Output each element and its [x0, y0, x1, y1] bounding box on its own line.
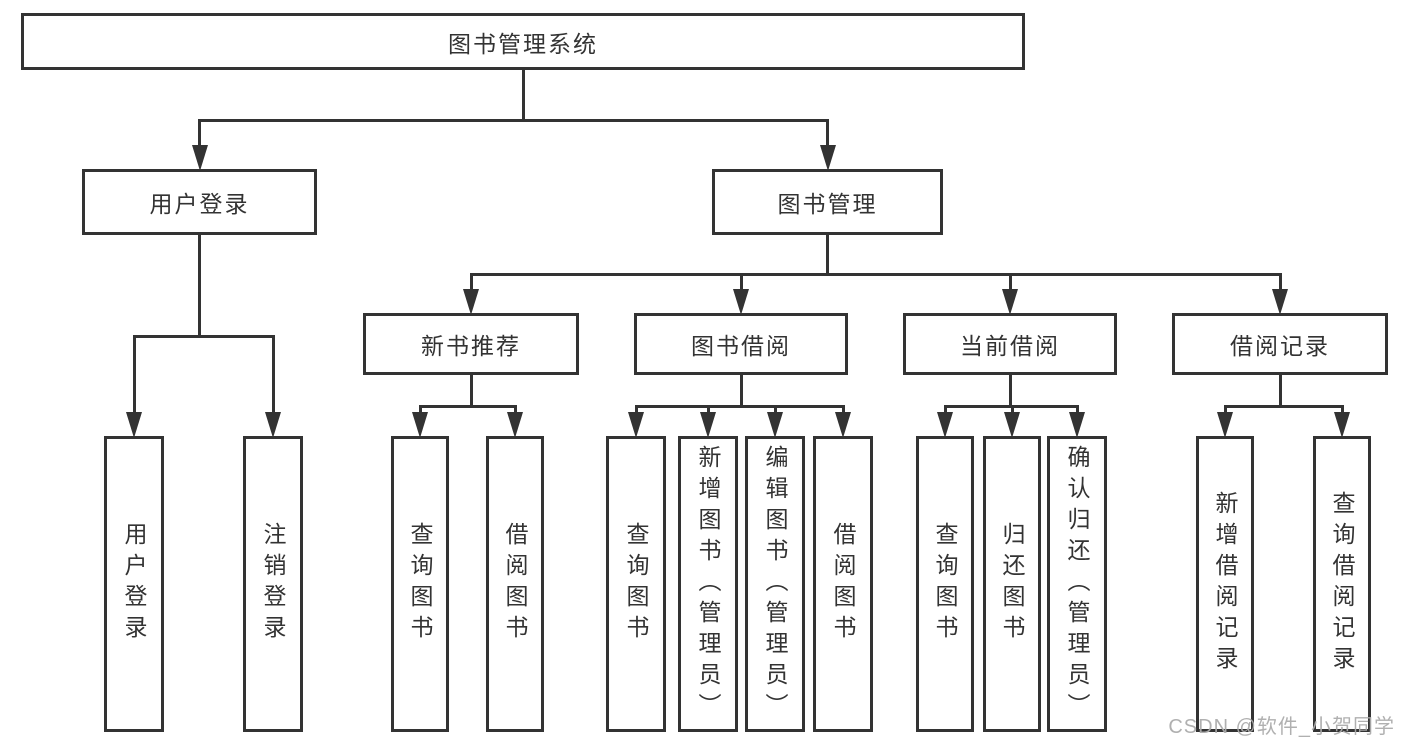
arrowhead-down-icon — [1004, 412, 1020, 438]
arrowhead-down-icon — [463, 289, 479, 315]
connector-stub — [739, 374, 743, 408]
connector-shaft — [1278, 273, 1282, 297]
arrowhead-down-icon — [700, 412, 716, 438]
connector-bar — [634, 405, 845, 408]
connector-stub — [1278, 374, 1282, 408]
node-new-book-recommend: 新书推荐 — [363, 313, 579, 375]
node-label-records-add-record: 新增借阅记录 — [1212, 491, 1238, 677]
node-recommend-borrow-books: 借阅图书 — [486, 436, 544, 732]
node-label-borrowing-records: 借阅记录 — [1230, 333, 1330, 359]
node-borrowing-edit-books: 编辑图书（管理员） — [745, 436, 805, 732]
arrowhead-down-icon — [628, 412, 644, 438]
arrowhead-down-icon — [733, 289, 749, 315]
arrowhead-down-icon — [1069, 412, 1085, 438]
arrowhead-down-icon — [1334, 412, 1350, 438]
node-login-user-login: 用户登录 — [104, 436, 164, 732]
node-book-borrowing: 图书借阅 — [634, 313, 848, 375]
node-label-current-confirm-return: 确认归还（管理员） — [1064, 444, 1090, 724]
arrowhead-down-icon — [835, 412, 851, 438]
node-root: 图书管理系统 — [21, 13, 1025, 70]
connector-bar — [1223, 405, 1344, 408]
node-user-login: 用户登录 — [82, 169, 317, 235]
node-recommend-query-books: 查询图书 — [391, 436, 449, 732]
node-label-user-login: 用户登录 — [149, 191, 250, 217]
node-current-query-books: 查询图书 — [916, 436, 974, 732]
node-label-borrowing-edit-books: 编辑图书（管理员） — [762, 444, 788, 724]
node-borrowing-query-books: 查询图书 — [606, 436, 666, 732]
connector-shaft — [198, 119, 201, 153]
arrowhead-down-icon — [507, 412, 523, 438]
node-label-book-borrowing: 图书借阅 — [691, 333, 791, 359]
node-login-logout: 注销登录 — [243, 436, 303, 732]
connector-shaft — [469, 273, 473, 297]
connector-shaft — [739, 273, 743, 297]
node-records-add-record: 新增借阅记录 — [1196, 436, 1254, 732]
connector-shaft — [826, 119, 829, 153]
arrowhead-down-icon — [265, 412, 281, 438]
connector-shaft — [271, 335, 275, 420]
arrowhead-down-icon — [937, 412, 953, 438]
node-label-current-borrowing: 当前借阅 — [960, 333, 1060, 359]
connector-bar — [198, 119, 829, 122]
arrowhead-down-icon — [1217, 412, 1233, 438]
node-current-confirm-return: 确认归还（管理员） — [1047, 436, 1107, 732]
arrowhead-down-icon — [767, 412, 783, 438]
node-label-new-book-recommend: 新书推荐 — [421, 333, 521, 359]
node-borrowing-records: 借阅记录 — [1172, 313, 1388, 375]
arrowhead-down-icon — [1272, 289, 1288, 315]
connector-stub — [826, 234, 829, 276]
connector-stub — [469, 374, 473, 408]
watermark: CSDN @软件_小贺同学 — [1168, 716, 1395, 738]
node-current-borrowing: 当前借阅 — [903, 313, 1117, 375]
node-book-management: 图书管理 — [712, 169, 943, 235]
connector-bar — [418, 405, 517, 408]
node-current-return-books: 归还图书 — [983, 436, 1041, 732]
node-label-recommend-borrow-books: 借阅图书 — [502, 522, 528, 646]
node-label-borrowing-add-books: 新增图书（管理员） — [695, 444, 721, 724]
arrowhead-down-icon — [126, 412, 142, 438]
node-label-current-return-books: 归还图书 — [999, 522, 1025, 646]
arrowhead-down-icon — [412, 412, 428, 438]
connector-shaft — [132, 335, 136, 420]
node-label-records-query-record: 查询借阅记录 — [1329, 491, 1355, 677]
connector-shaft — [1008, 273, 1012, 297]
node-borrowing-add-books: 新增图书（管理员） — [678, 436, 738, 732]
connector-bar — [469, 273, 1282, 276]
node-label-login-user-login: 用户登录 — [121, 522, 147, 646]
arrowhead-down-icon — [819, 145, 836, 171]
connector-stub — [1008, 374, 1012, 408]
node-label-current-query-books: 查询图书 — [932, 522, 958, 646]
arrowhead-down-icon — [1002, 289, 1018, 315]
node-label-borrowing-borrow-books: 借阅图书 — [830, 522, 856, 646]
node-label-recommend-query-books: 查询图书 — [407, 522, 433, 646]
node-label-login-logout: 注销登录 — [260, 522, 286, 646]
node-label-root: 图书管理系统 — [448, 30, 598, 57]
connector-bar — [132, 335, 275, 338]
node-label-borrowing-query-books: 查询图书 — [623, 522, 649, 646]
node-label-book-management: 图书管理 — [777, 191, 878, 217]
node-borrowing-borrow-books: 借阅图书 — [813, 436, 873, 732]
connector-stub — [521, 69, 525, 122]
connector-stub — [198, 234, 201, 338]
node-records-query-record: 查询借阅记录 — [1313, 436, 1371, 732]
arrowhead-down-icon — [191, 145, 208, 171]
